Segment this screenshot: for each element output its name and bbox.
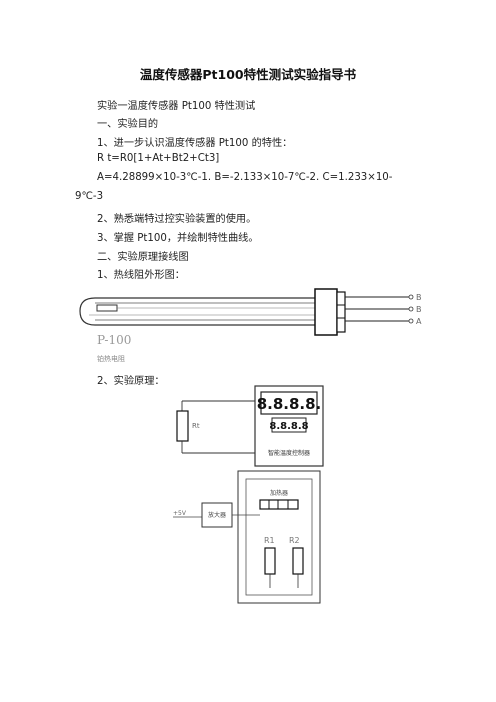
sub-display-digits: 8.8.8.8 (269, 421, 308, 432)
section-objective: 一、实验目的 (97, 119, 159, 130)
terminal-label-2: B (416, 305, 422, 314)
objective-item-3: 3、掌握 Pt100，并绘制特性曲线。 (97, 233, 259, 244)
document-title: 温度传感器Pt100特性测试实验指导书 (139, 67, 357, 82)
section-wiring: 二、实验原理接线图 (97, 252, 189, 263)
objective-item-2: 2、熟悉端特过控实验装置的使用。 (97, 214, 257, 225)
coefficients-line-cont: 9℃-3 (75, 191, 104, 202)
formula-line: R t=R0[1+At+Bt2+Ct3] (97, 153, 220, 164)
main-display-digits: 8.8.8.8. (257, 395, 322, 413)
sensor-label: Rt (192, 422, 200, 430)
controller-label: 智能温度控制器 (268, 449, 310, 457)
resistor-right (292, 547, 304, 575)
sensing-element (96, 304, 118, 312)
resistor-left-label: R1 (264, 536, 275, 545)
wiring-item-2: 2、实验原理： (97, 376, 165, 387)
voltage-label: +5V (173, 510, 187, 517)
amplifier-label: 放大器 (208, 511, 226, 519)
sub-display (271, 417, 307, 433)
objective-item-1: 1、进一步认识温度传感器 Pt100 的特性： (97, 138, 293, 149)
connector-head (314, 288, 338, 336)
heater-label: 加热器 (270, 489, 288, 497)
resistor-left (264, 547, 276, 575)
main-display (260, 391, 318, 415)
experiment-heading: 实验一温度传感器 Pt100 特性测试 (97, 101, 256, 112)
rtd-name-caption: 铂热电阻 (97, 355, 125, 363)
heater-element (259, 499, 299, 510)
rtd-model-caption: P-100 (97, 333, 132, 347)
terminal-label-3: A (416, 317, 422, 326)
resistor-right-label: R2 (289, 536, 300, 545)
sensor-resistor (176, 410, 189, 442)
terminal-label-1: B (416, 293, 422, 302)
wiring-item-1: 1、热线阻外形图： (97, 270, 185, 281)
coefficients-line: A=4.28899×10-3℃-1. B=-2.133×10-7℃-2. C=1… (97, 172, 393, 183)
amplifier-module (201, 502, 233, 528)
principle-diagram: 8.8.8.8. 8.8.8.8 智能温度控制器 Rt +5V 放大器 加热器 … (173, 385, 324, 604)
rtd-outline-diagram: B B A (79, 288, 422, 336)
